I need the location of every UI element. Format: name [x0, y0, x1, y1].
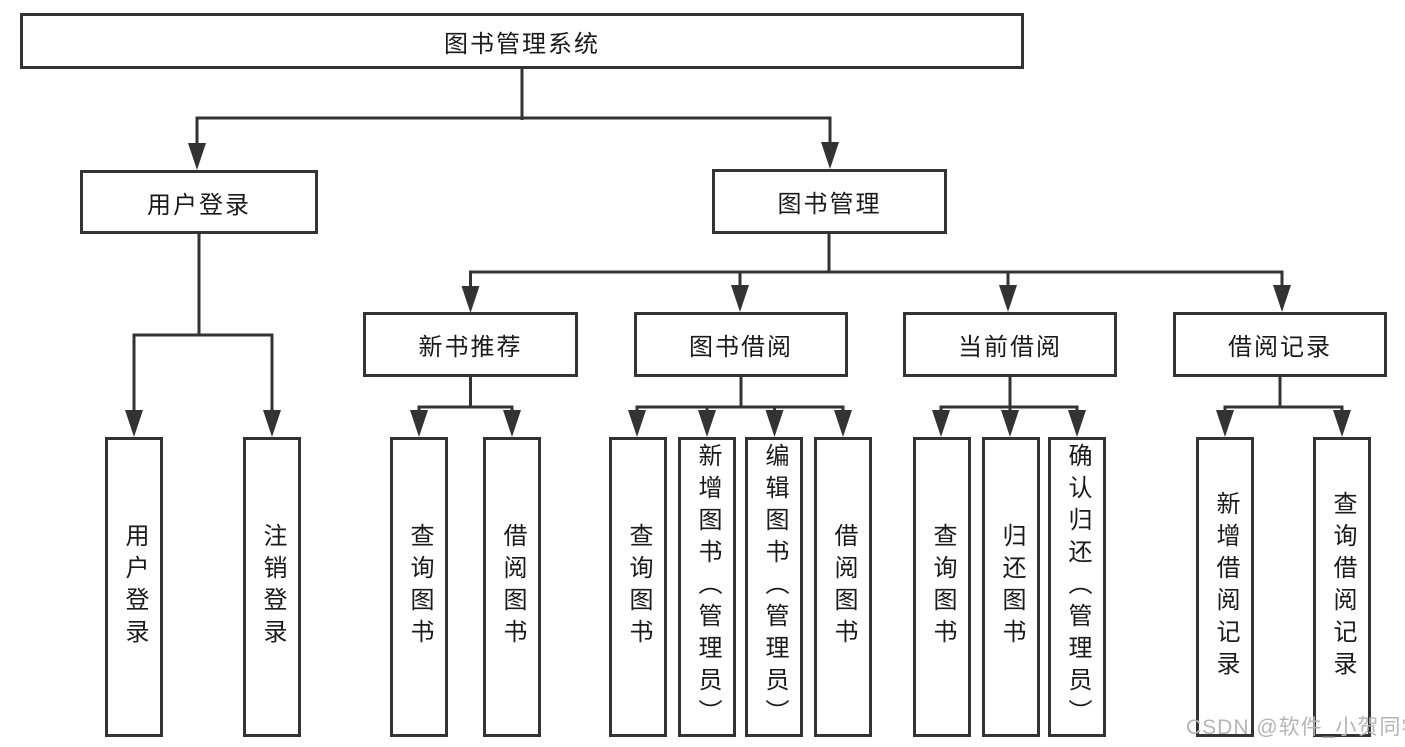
leaf-confirm-return-admin-label: 确认归还（管理员）: [1064, 443, 1091, 731]
arrowhead: [1333, 410, 1351, 437]
leaf-query-books-recommend: 查询图书: [390, 437, 448, 737]
leaf-add-book-admin-label: 新增图书（管理员）: [694, 443, 721, 731]
node-current-borrow: 当前借阅: [903, 312, 1117, 377]
edge-new-book-split: [417, 377, 514, 418]
leaf-return-books: 归还图书: [982, 437, 1040, 737]
leaf-query-borrow-record-label: 查询借阅记录: [1329, 491, 1356, 683]
node-user-login-label: 用户登录: [147, 191, 251, 219]
node-new-book-recommend: 新书推荐: [363, 312, 578, 377]
leaf-logout-label: 注销登录: [259, 523, 286, 651]
edge-book-mgmt-split: [469, 234, 1284, 294]
leaf-query-books-current-label: 查询图书: [929, 523, 956, 651]
arrowhead: [125, 410, 143, 437]
leaf-query-books-borrow: 查询图书: [609, 437, 667, 737]
node-user-login: 用户登录: [80, 170, 318, 234]
arrowhead: [765, 410, 784, 437]
leaf-edit-book-admin: 编辑图书（管理员）: [745, 437, 803, 737]
edge-borrow-records-split: [1223, 377, 1344, 418]
arrowhead: [999, 285, 1017, 312]
node-current-borrow-label: 当前借阅: [958, 334, 1062, 361]
node-book-management-label: 图书管理: [777, 191, 882, 218]
arrowhead: [1273, 285, 1291, 312]
node-new-book-recommend-label: 新书推荐: [418, 334, 523, 361]
leaf-borrow-books-borrow: 借阅图书: [814, 437, 872, 737]
csdn-watermark: CSDN @软件_小贺同学: [1186, 716, 1405, 739]
arrowhead: [461, 286, 480, 313]
leaf-borrow-books-borrow-label: 借阅图书: [830, 523, 857, 651]
node-root: 图书管理系统: [20, 13, 1024, 69]
leaf-add-borrow-record: 新增借阅记录: [1196, 437, 1254, 737]
arrowhead: [188, 143, 206, 170]
node-book-borrow-label: 图书借阅: [689, 334, 793, 361]
arrowhead: [834, 410, 852, 437]
leaf-query-books-current: 查询图书: [913, 437, 971, 737]
node-root-label: 图书管理系统: [444, 30, 600, 58]
arrowhead: [698, 410, 716, 437]
arrowhead: [1001, 410, 1019, 437]
leaf-confirm-return-admin: 确认归还（管理员）: [1048, 437, 1106, 737]
leaf-borrow-books-recommend-label: 借阅图书: [499, 523, 526, 651]
leaf-edit-book-admin-label: 编辑图书（管理员）: [761, 443, 788, 731]
arrowhead: [1216, 410, 1234, 437]
arrowhead: [731, 285, 749, 312]
leaf-return-books-label: 归还图书: [998, 523, 1025, 651]
arrowhead: [1068, 410, 1086, 437]
leaf-query-books-recommend-label: 查询图书: [406, 523, 433, 651]
node-book-management: 图书管理: [712, 169, 947, 234]
leaf-logout: 注销登录: [243, 437, 301, 737]
node-borrow-records-label: 借阅记录: [1228, 334, 1332, 361]
leaf-query-borrow-record: 查询借阅记录: [1313, 437, 1371, 737]
arrowhead: [263, 410, 281, 437]
arrowhead: [410, 410, 428, 437]
edge-user-login-split: [132, 234, 274, 418]
arrowhead: [503, 410, 521, 437]
leaf-user-login-label: 用户登录: [121, 523, 148, 651]
edge-book-borrow-split: [635, 377, 845, 418]
leaf-add-borrow-record-label: 新增借阅记录: [1212, 491, 1239, 683]
leaf-add-book-admin: 新增图书（管理员）: [678, 437, 736, 737]
arrowhead: [628, 410, 646, 437]
arrowhead: [821, 142, 839, 169]
leaf-user-login: 用户登录: [105, 437, 163, 737]
node-borrow-records: 借阅记录: [1173, 312, 1387, 377]
leaf-query-books-borrow-label: 查询图书: [625, 523, 652, 651]
arrowhead: [932, 410, 950, 437]
edge-root-split: [195, 69, 832, 150]
node-book-borrow: 图书借阅: [634, 312, 848, 377]
leaf-borrow-books-recommend: 借阅图书: [483, 437, 541, 737]
